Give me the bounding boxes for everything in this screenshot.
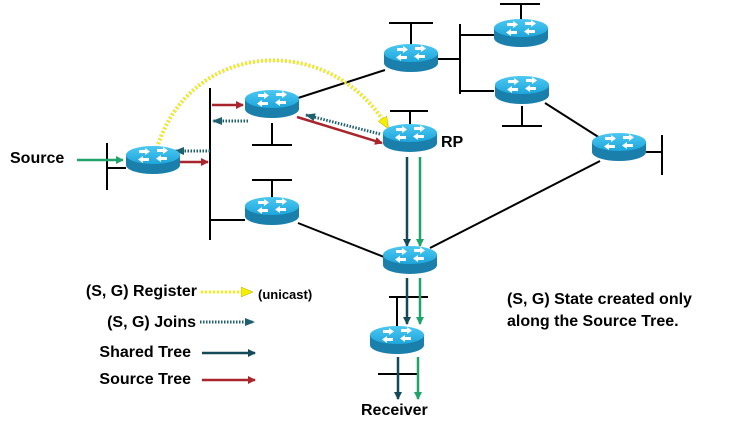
receiver-label: Receiver: [361, 402, 428, 419]
top-router: [384, 44, 438, 72]
link-right-center: [429, 160, 601, 249]
router-arrows-icon: [396, 45, 426, 61]
router-top: [383, 246, 437, 264]
rp-label: RP: [441, 134, 464, 151]
router-top: [126, 146, 180, 164]
receiver-router: [370, 326, 424, 354]
link-bottommid-center: [297, 222, 385, 258]
top-mid-router: [245, 90, 299, 118]
router-top: [245, 90, 299, 108]
center-router: [383, 246, 437, 274]
bottom-mid-router: [245, 197, 299, 225]
source-router: [126, 146, 180, 174]
router-top: [245, 197, 299, 215]
register-path: [155, 58, 390, 149]
router-top: [370, 326, 424, 344]
router-arrows-icon: [257, 91, 287, 107]
links: [106, 3, 663, 375]
router-arrows-icon: [257, 198, 287, 214]
router-arrows-icon: [507, 77, 537, 93]
legend-shared-tree-label: Shared Tree: [99, 344, 191, 361]
state-note: (S, G) State created only along the Sour…: [507, 289, 692, 333]
router-arrows-icon: [506, 20, 536, 36]
router-arrows-icon: [395, 247, 425, 263]
source-tree-arrow-3: [296, 115, 383, 145]
router-arrows-icon: [604, 134, 634, 150]
right-router: [592, 133, 646, 161]
join-arrow-3: [305, 113, 381, 136]
router-top: [383, 124, 437, 142]
legend-register-suffix: (unicast): [258, 287, 313, 302]
state-note-line-2: along the Source Tree.: [507, 313, 679, 330]
router-arrows-icon: [382, 327, 412, 343]
top-right-router-1: [494, 19, 548, 47]
legend-register-label: (S, G) Register: [85, 283, 197, 300]
router-arrows-icon: [395, 125, 425, 141]
downstream-arrows: [394, 157, 424, 400]
top-right-router-2: [495, 76, 549, 104]
state-note-line-1: (S, G) State created only: [507, 291, 692, 308]
legend-joins-label: (S, G) Joins: [107, 314, 196, 331]
routers: [126, 19, 646, 354]
link-tr2-right: [544, 102, 601, 139]
router-top: [384, 44, 438, 62]
legend-source-tree-label: Source Tree: [99, 371, 191, 388]
router-top: [494, 19, 548, 37]
rp-router: [383, 124, 437, 152]
link-topmid-top: [297, 69, 386, 99]
router-top: [495, 76, 549, 94]
legend-marks: [200, 292, 256, 384]
router-arrows-icon: [138, 147, 168, 163]
source-label: Source: [10, 150, 65, 167]
router-top: [592, 133, 646, 151]
